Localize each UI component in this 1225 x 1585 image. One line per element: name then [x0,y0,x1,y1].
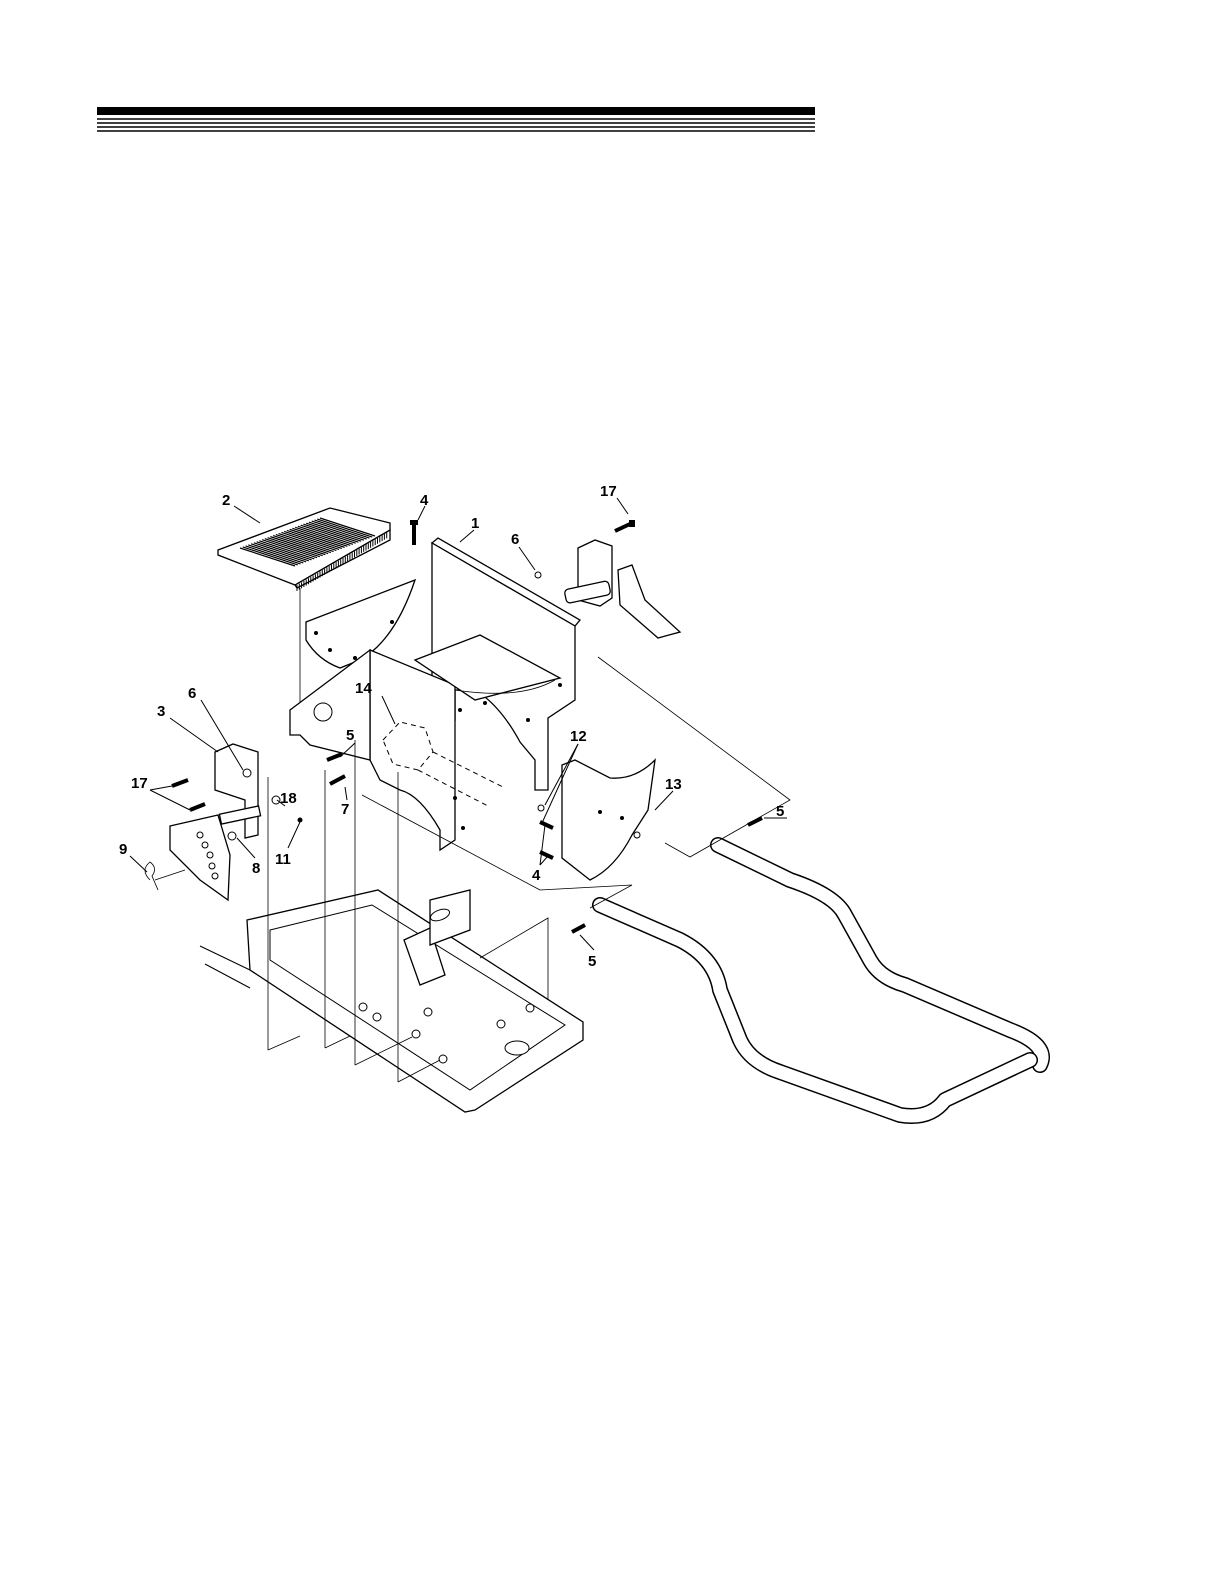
left-side-plate [170,744,261,900]
right-side-bracket [564,540,680,638]
callout-13: 13 [665,776,682,793]
callout-18: 18 [280,790,297,807]
callout-6: 6 [188,685,196,702]
callout-12: 12 [570,728,587,745]
callout-6: 6 [511,531,519,548]
callout-9: 9 [119,841,127,858]
callout-11: 11 [275,851,291,868]
callout-2: 2 [222,492,230,509]
base-frame [200,890,583,1112]
lower-guard [562,760,655,880]
callout-3: 3 [157,703,165,720]
callout-1: 1 [471,515,479,532]
main-frame-box [290,538,580,850]
handle-bars [600,845,1042,1116]
callout-17: 17 [131,775,148,792]
callout-4: 4 [532,867,541,884]
callout-5: 5 [776,803,784,820]
header-rule [97,107,815,131]
callout-8: 8 [252,860,260,877]
callout-7: 7 [341,801,349,818]
callout-4: 4 [420,492,429,509]
callout-5: 5 [588,953,596,970]
callout-14: 14 [355,680,372,697]
callout-5: 5 [346,727,354,744]
callout-17: 17 [600,483,617,500]
